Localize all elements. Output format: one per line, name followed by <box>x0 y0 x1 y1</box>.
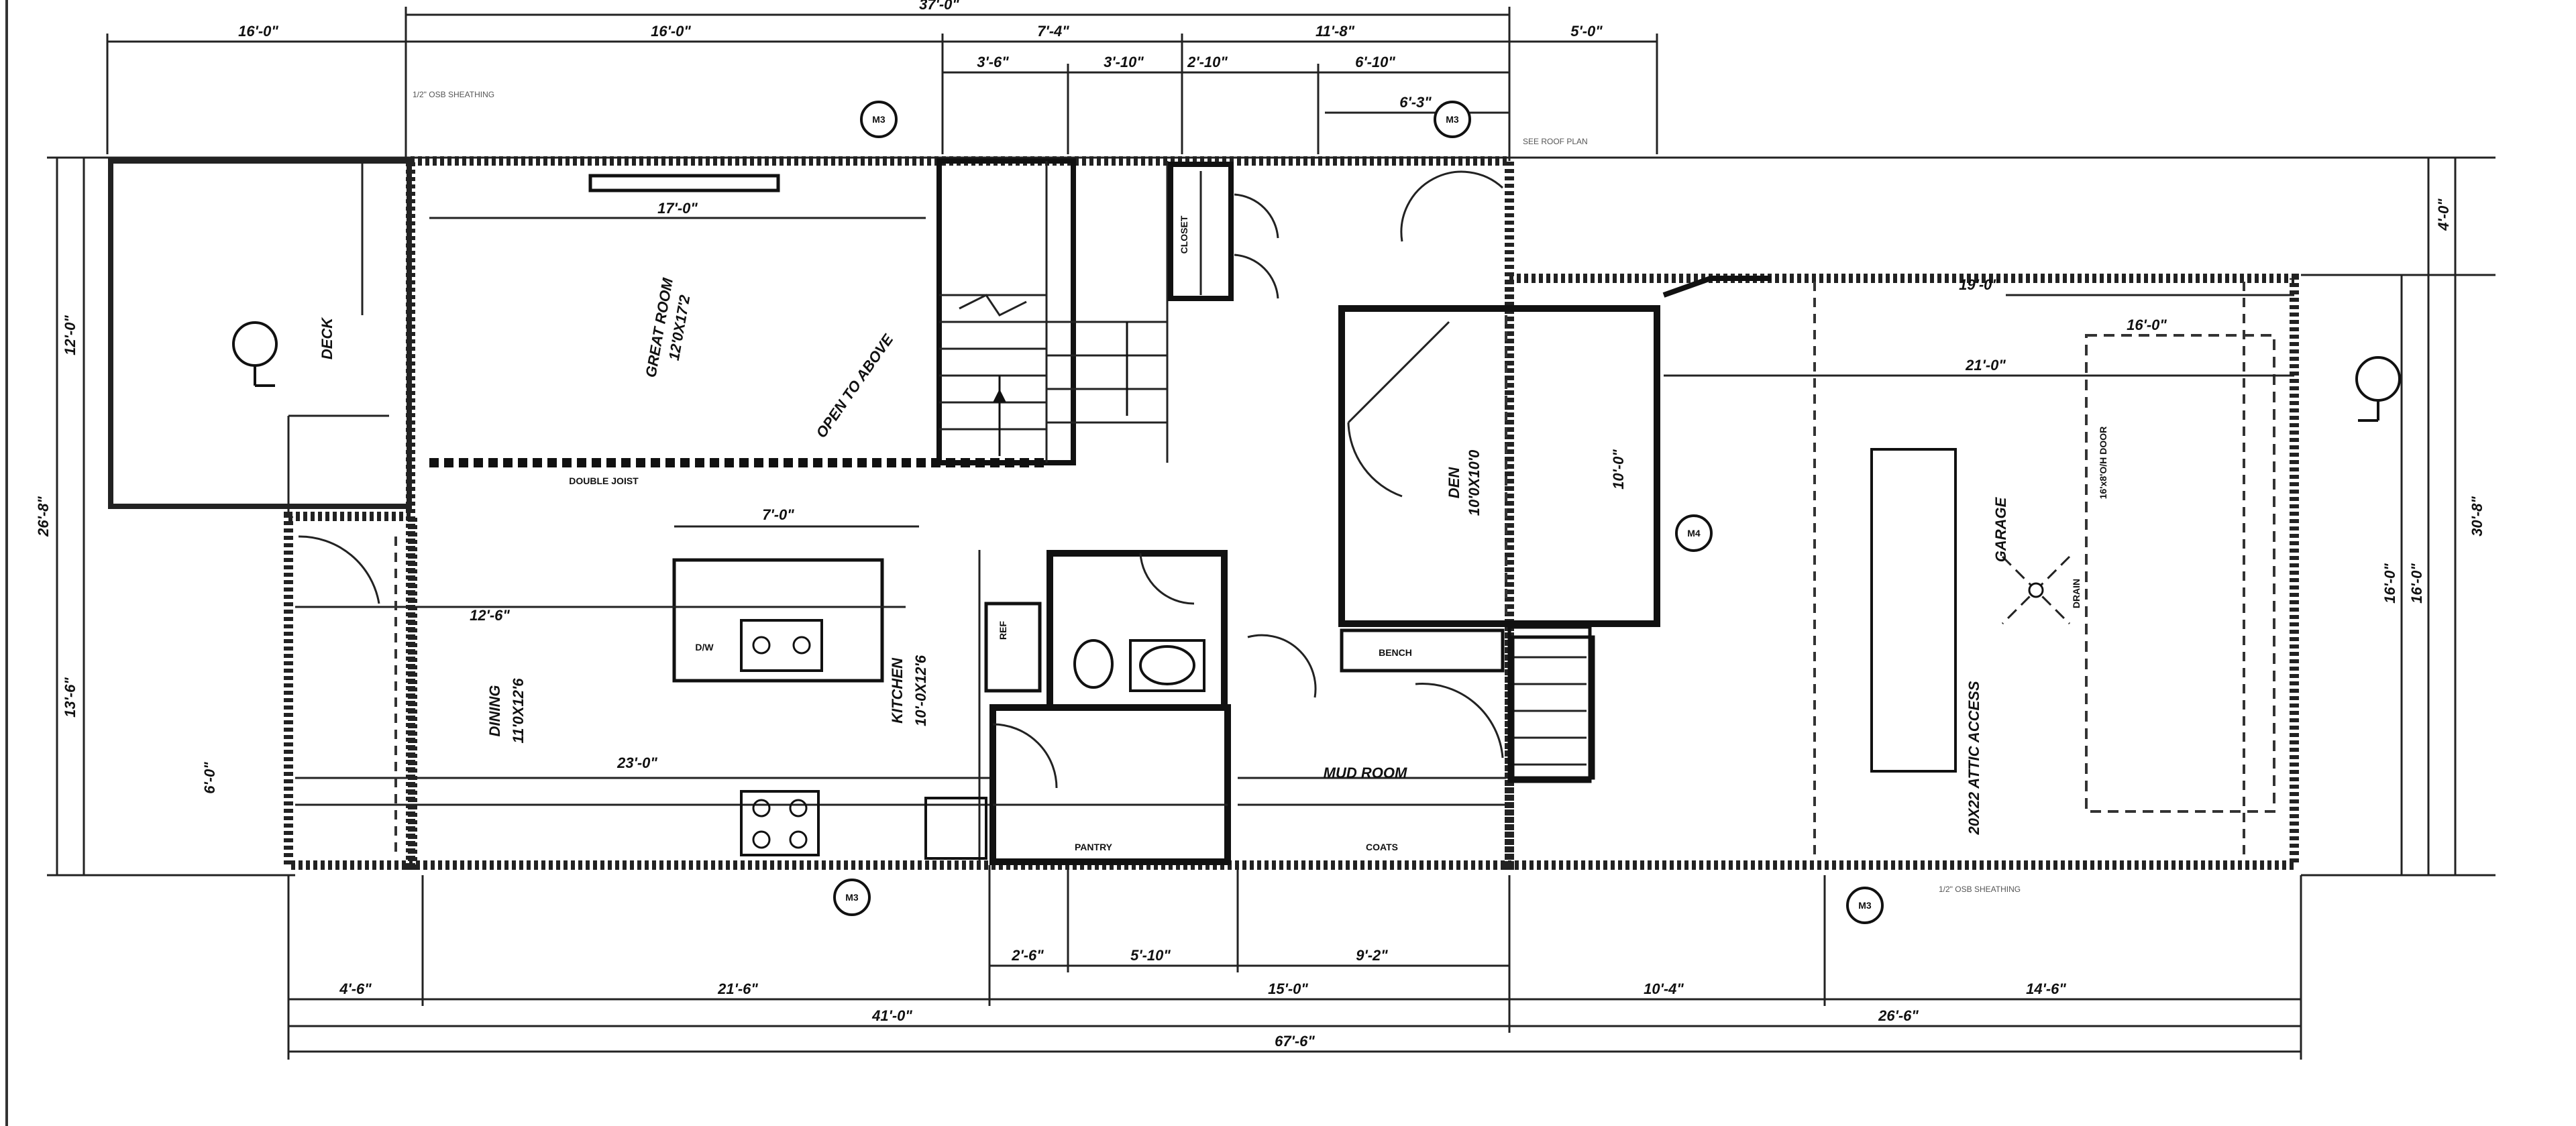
bench-label: BENCH <box>1379 647 1412 658</box>
dim-kitchen-island: 7'-0" <box>762 506 794 523</box>
mud-room-label: MUD ROOM <box>1324 765 1407 781</box>
dim-bottom-3: 15'-0" <box>1268 980 1308 997</box>
dining-area <box>295 535 993 858</box>
dim-bottom-2: 21'-6" <box>717 980 758 997</box>
kitchen-label: KITCHEN <box>889 657 906 724</box>
mud-room <box>1238 625 1592 806</box>
dim-top-right-a: 11'-8" <box>1316 23 1355 40</box>
dim-left-upper: 12'-0" <box>62 315 78 355</box>
dim-great-room-width: 17'-0" <box>657 200 698 217</box>
dim-bottom-total: 67'-6" <box>1275 1033 1315 1050</box>
section-tag-right <box>2355 356 2401 422</box>
section-tag-left <box>232 321 278 387</box>
dim-top-sub-2: 3'-10" <box>1104 54 1144 70</box>
garage-label: GARAGE <box>1992 496 2009 562</box>
garage <box>1662 276 2294 858</box>
open-to-above-label: OPEN TO ABOVE <box>812 331 897 441</box>
dining-size: 11'0X12'6 <box>510 678 527 744</box>
detail-tag-3-label: M4 <box>1687 528 1701 539</box>
dim-top-mid: 7'-4" <box>1037 23 1069 40</box>
detail-tag-1: M3 <box>860 101 898 138</box>
kitchen-island <box>672 525 919 683</box>
den-label: DEN <box>1446 467 1462 499</box>
dim-left-total: 26'-8" <box>35 496 52 537</box>
top-dimension-lines <box>106 7 1658 161</box>
dim-dining-width: 12'-6" <box>470 607 510 624</box>
bottom-dimension-lines <box>287 865 2302 1060</box>
dim-right-total: 30'-8" <box>2469 496 2485 537</box>
attic-access-label: 20X22 ATTIC ACCESS <box>1966 681 1982 835</box>
dim-top-sub-5: 6'-3" <box>1399 94 1432 111</box>
dim-left-small: 6'-0" <box>201 762 218 794</box>
dim-garage-depth: 21'-0" <box>1965 357 2006 374</box>
deck-label: DECK <box>319 317 335 359</box>
dim-bottom-sub-3: 9'-2" <box>1356 947 1388 964</box>
great-room <box>429 174 1046 467</box>
front-step <box>1511 635 1595 780</box>
dim-nook-width: 23'-0" <box>616 754 657 771</box>
dining-label: DINING <box>486 685 503 737</box>
dim-right-mid: 16'-0" <box>2381 563 2398 604</box>
dim-right-upper: 16'-0" <box>2408 563 2425 604</box>
detail-tag-4: M3 <box>833 879 871 916</box>
dim-bottom-left-total: 41'-0" <box>871 1007 912 1024</box>
detail-tag-4-label: M3 <box>845 892 859 903</box>
coats-label: COATS <box>1366 842 1398 852</box>
detail-tag-3: M4 <box>1675 514 1713 552</box>
dim-top-sub-4: 6'-10" <box>1355 54 1395 70</box>
dim-bottom-sub-2: 5'-10" <box>1130 947 1171 964</box>
dim-bottom-5: 14'-6" <box>2026 980 2066 997</box>
detail-tag-5-label: M3 <box>1858 900 1872 911</box>
ref-label: REF <box>998 621 1008 640</box>
dim-top-main: 16'-0" <box>651 23 691 40</box>
dishwasher-label: D/W <box>695 642 714 653</box>
detail-tag-2-label: M3 <box>1446 114 1459 125</box>
detail-tag-1-label: M3 <box>872 114 885 125</box>
garage-door-label: 16'x8'O/H DOOR <box>2098 427 2108 500</box>
powder-room <box>1046 550 1228 711</box>
dim-top-deck: 16'-0" <box>238 23 278 40</box>
closet-label: CLOSET <box>1179 215 1189 254</box>
stairs <box>936 158 1169 465</box>
front-closet <box>1168 162 1279 301</box>
pantry-label: PANTRY <box>1075 842 1113 852</box>
kitchen-size: 10'-0X12'6 <box>912 655 929 726</box>
dim-top-right-b: 5'-0" <box>1570 23 1603 40</box>
detail-tag-5: M3 <box>1846 887 1884 924</box>
double-joist-label: DOUBLE JOIST <box>569 475 639 486</box>
dim-bottom-1: 4'-6" <box>339 980 372 997</box>
drain-label: DRAIN <box>2071 579 2082 608</box>
dim-den-width: 10'-0" <box>1610 449 1627 490</box>
dim-bottom-right-total: 26'-6" <box>1878 1007 1919 1024</box>
note-sheathing-top: 1/2" OSB SHEATHING <box>413 90 494 99</box>
note-sheathing-bottom: 1/2" OSB SHEATHING <box>1939 885 2021 894</box>
dim-left-lower: 13'-6" <box>62 677 78 718</box>
dim-garage-width: 19'-0" <box>1959 276 1999 293</box>
dim-right-top: 4'-0" <box>2435 199 2452 231</box>
dim-top-sub-1: 3'-6" <box>977 54 1009 70</box>
cooktop <box>740 790 820 856</box>
dim-garage-inner: 16'-0" <box>2127 317 2167 333</box>
note-roof-top: SEE ROOF PLAN <box>1523 137 1588 146</box>
dim-bottom-sub-1: 2'-6" <box>1011 947 1044 964</box>
pantry <box>989 704 1231 865</box>
den-size: 10'0X10'0 <box>1466 449 1483 516</box>
kitchen-counters <box>924 550 1042 865</box>
dim-top-sub-3: 2'-10" <box>1187 54 1228 70</box>
detail-tag-2: M3 <box>1434 101 1471 138</box>
den-room <box>1338 170 1660 627</box>
dim-top-total: 37'-0" <box>919 0 959 13</box>
dim-bottom-4: 10'-4" <box>1644 980 1684 997</box>
